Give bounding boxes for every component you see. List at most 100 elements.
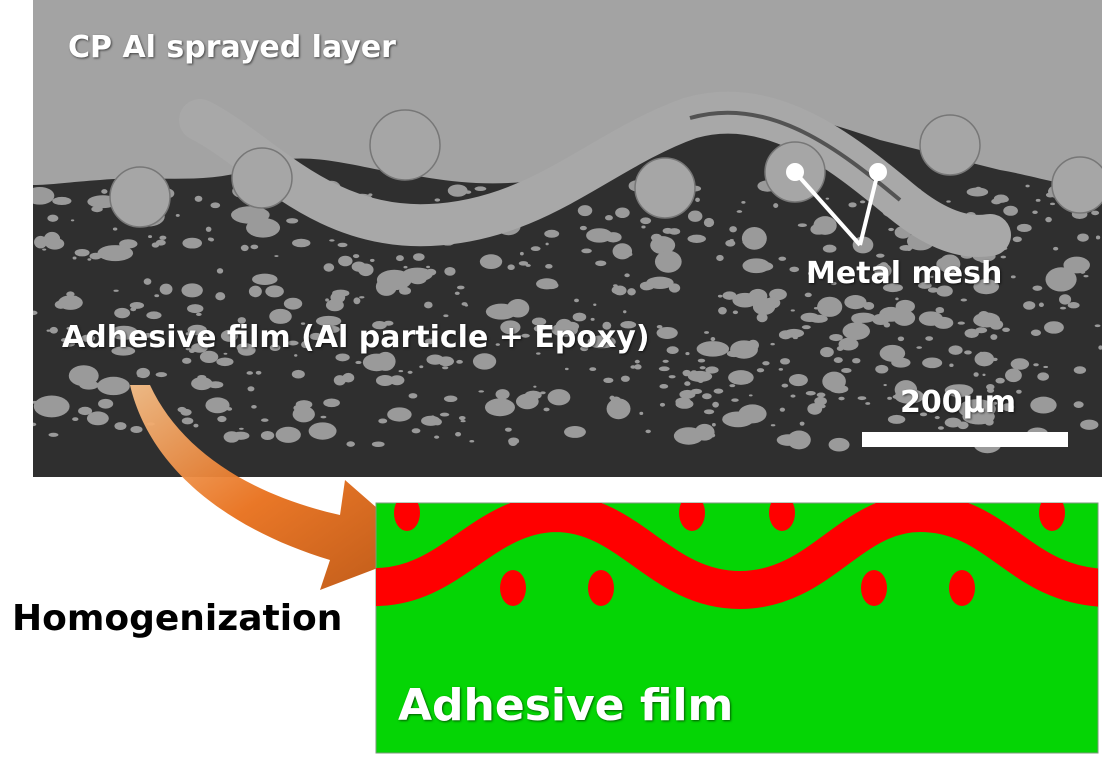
particle <box>564 426 586 438</box>
particle <box>620 375 630 382</box>
particle <box>756 312 768 323</box>
particle <box>979 351 983 355</box>
particle <box>780 358 791 365</box>
particle <box>239 427 244 430</box>
particle <box>973 312 1001 328</box>
particle <box>828 437 850 452</box>
particle <box>62 341 75 347</box>
particle <box>196 312 202 317</box>
particle <box>1045 267 1077 292</box>
particle <box>580 345 589 352</box>
particle <box>396 255 404 262</box>
particle <box>1038 302 1044 308</box>
particle <box>240 244 249 252</box>
particle <box>119 239 138 249</box>
particle <box>424 338 435 345</box>
particle <box>129 301 145 309</box>
particle <box>518 261 529 266</box>
particle <box>330 291 346 304</box>
particle <box>790 394 796 398</box>
particle <box>525 264 531 267</box>
particle <box>717 294 723 298</box>
particle <box>684 381 691 386</box>
particle <box>736 210 743 213</box>
particle <box>402 267 433 282</box>
particle <box>804 292 812 298</box>
particle <box>613 285 627 296</box>
particle <box>194 195 203 202</box>
particle <box>687 210 703 222</box>
particle <box>1000 255 1007 259</box>
particle <box>726 350 742 358</box>
particle <box>1094 324 1101 328</box>
particle <box>182 357 192 364</box>
particle <box>1091 210 1100 216</box>
particle <box>778 368 784 371</box>
particle <box>639 281 653 291</box>
particle <box>668 283 681 293</box>
particle <box>255 370 262 375</box>
particle <box>1025 184 1030 188</box>
particle <box>966 187 989 197</box>
particle <box>66 326 72 330</box>
particle <box>460 420 466 423</box>
particle <box>685 352 690 356</box>
particle <box>181 283 203 298</box>
particle <box>741 227 767 250</box>
particle <box>919 412 928 417</box>
particle <box>246 218 281 238</box>
particle <box>47 214 59 222</box>
particle <box>916 346 922 349</box>
particle <box>698 379 704 383</box>
particle <box>90 370 98 376</box>
particle <box>710 337 716 342</box>
particle <box>995 377 1005 384</box>
particle <box>42 248 47 251</box>
particle <box>38 188 48 193</box>
particle <box>964 328 979 338</box>
particle <box>703 409 715 415</box>
particle <box>210 202 221 209</box>
particle <box>424 301 433 309</box>
mesh-wire <box>179 91 1011 257</box>
particle <box>1001 403 1015 412</box>
particle <box>1044 321 1064 334</box>
mesh-band <box>376 503 1098 610</box>
particle <box>574 298 579 303</box>
particle <box>593 303 597 306</box>
particle <box>200 334 207 340</box>
particle <box>352 254 360 259</box>
particle <box>615 207 630 219</box>
particle <box>762 361 770 366</box>
particle <box>579 225 587 231</box>
particle <box>265 285 284 298</box>
particle <box>97 245 134 262</box>
particle <box>205 226 212 232</box>
particle <box>177 406 187 413</box>
particle <box>1012 236 1022 243</box>
particle <box>181 417 194 425</box>
particle <box>572 312 587 322</box>
particle <box>634 359 640 364</box>
particle <box>838 337 859 351</box>
particle <box>612 243 633 260</box>
particle <box>729 226 737 233</box>
particle <box>97 376 130 396</box>
particle <box>1043 365 1049 369</box>
particle <box>773 203 779 208</box>
mesh-dots <box>394 503 1065 606</box>
particle <box>704 331 710 334</box>
particle <box>728 370 754 385</box>
particle <box>286 218 299 224</box>
particle <box>656 326 678 339</box>
particle <box>182 237 203 249</box>
particle <box>464 190 472 194</box>
particle <box>375 375 395 387</box>
particle <box>1010 275 1016 279</box>
particle <box>924 317 931 321</box>
particle <box>964 350 972 355</box>
particle <box>1098 345 1102 350</box>
particle <box>893 310 916 326</box>
particle <box>604 232 622 243</box>
